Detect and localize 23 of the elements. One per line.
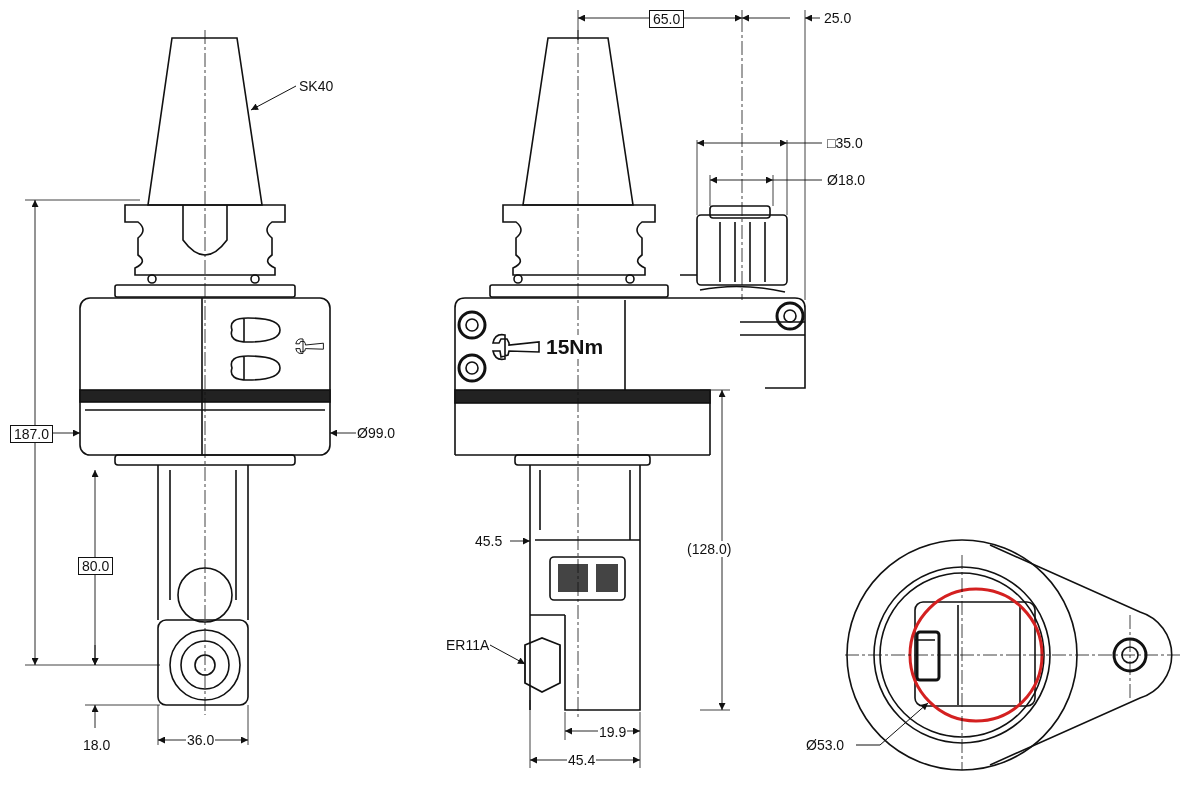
- collet-nut: [524, 637, 561, 693]
- dimension-value: 19.9: [598, 724, 628, 740]
- leader-line: [855, 702, 929, 746]
- tool-taper: [147, 37, 263, 206]
- dimension-value: (128.0): [686, 541, 733, 557]
- boxed-dimension-value: 187.0: [10, 425, 54, 443]
- spindle-circle: [908, 587, 1044, 723]
- dimension-value: Ø53.0: [805, 737, 846, 753]
- dimension-value: 36.0: [186, 732, 216, 748]
- dimension-value: 45.5: [474, 533, 504, 549]
- dimension-value: 25.0: [823, 10, 853, 26]
- part-label: SK40: [298, 78, 335, 94]
- boxed-dimension-value: 80.0: [78, 557, 114, 575]
- dimension-value: 18.0: [82, 737, 112, 753]
- torque-value: 15Nm: [545, 335, 605, 359]
- leader-line: [489, 644, 526, 665]
- dimension-value: 45.4: [567, 752, 597, 768]
- boxed-dimension-value: 65.0: [649, 10, 685, 28]
- dimension-value: Ø18.0: [826, 172, 867, 188]
- dimension-value: Ø99.0: [356, 425, 397, 441]
- part-label: ER11A: [445, 637, 491, 653]
- dimension-value: □35.0: [826, 135, 864, 151]
- leader-line: [250, 85, 297, 111]
